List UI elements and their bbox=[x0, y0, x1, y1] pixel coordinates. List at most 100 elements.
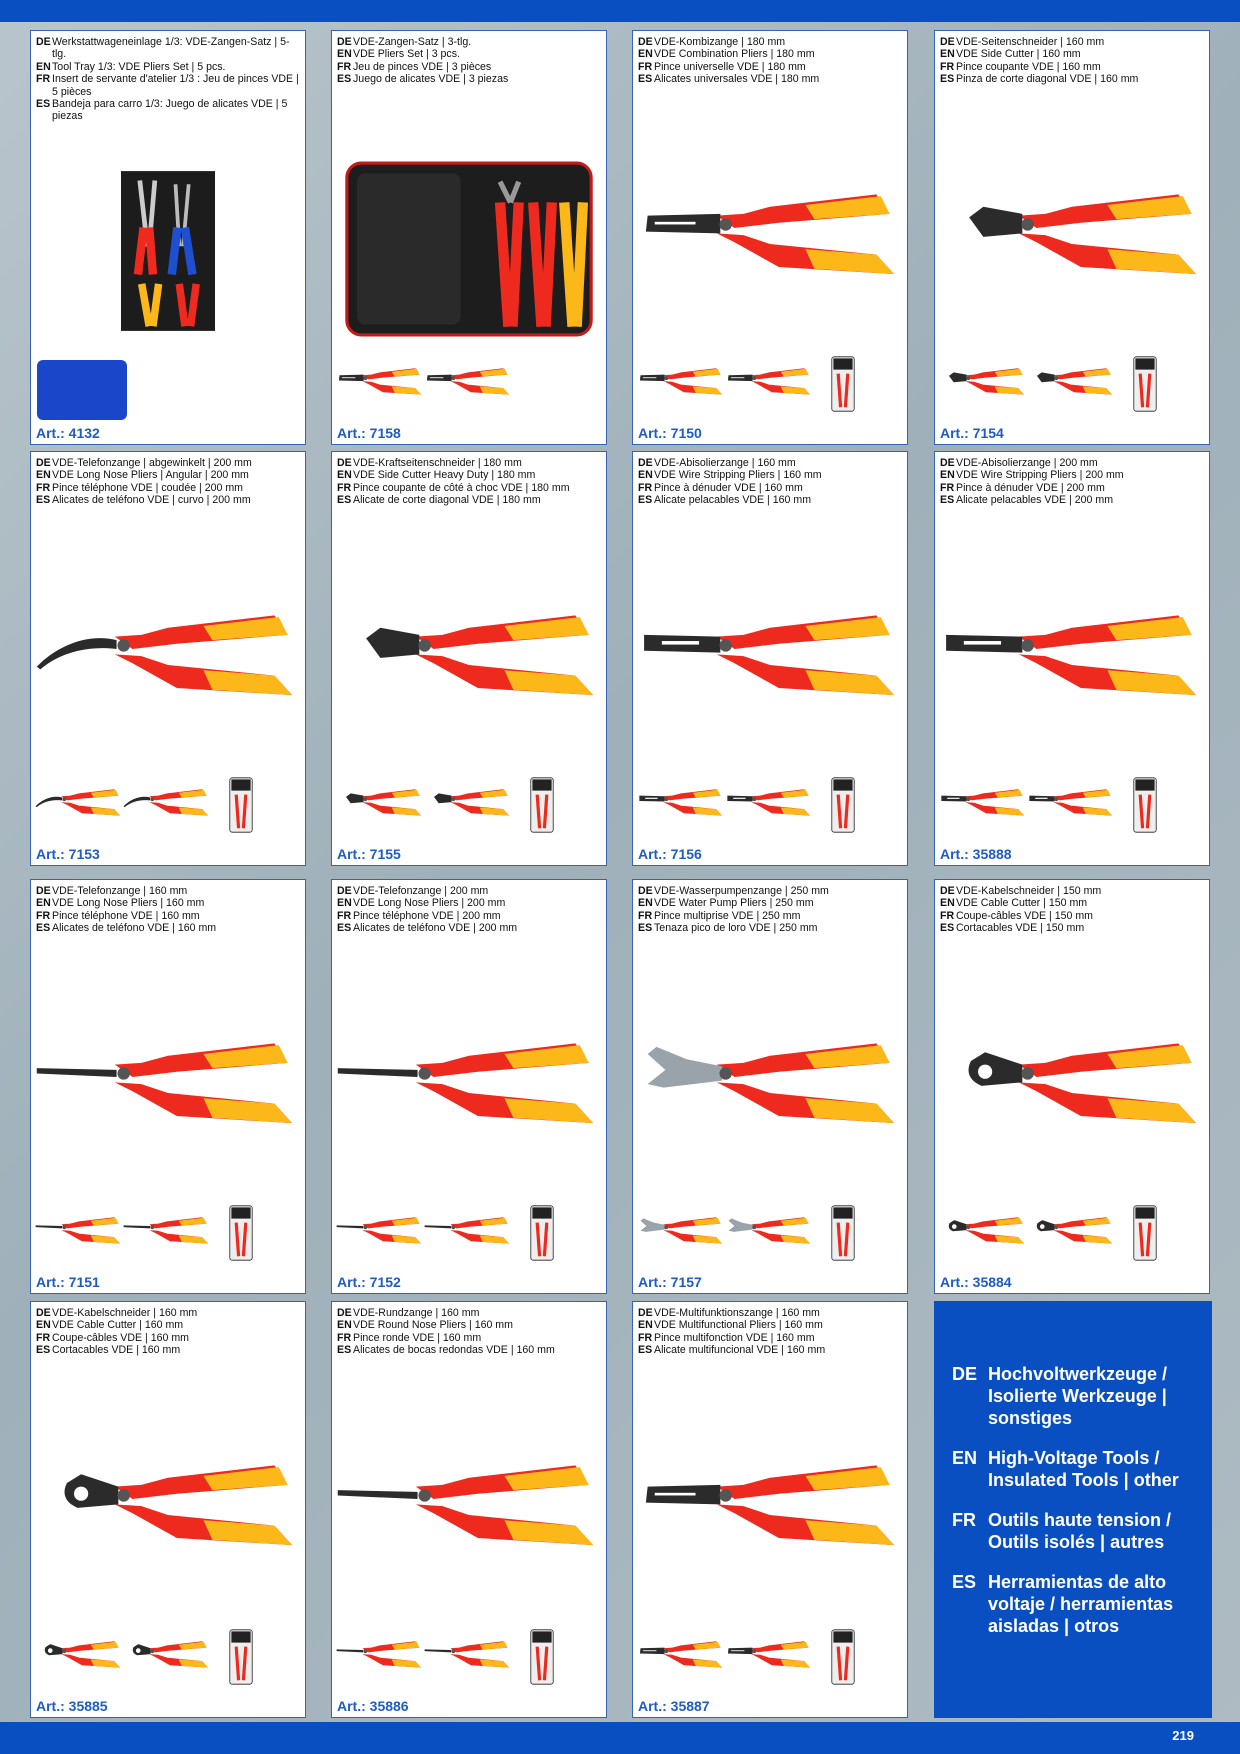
language-code: DE bbox=[36, 457, 51, 469]
pliers-icon bbox=[639, 368, 723, 395]
blister-pack-icon bbox=[1133, 356, 1157, 412]
product-thumbnails bbox=[35, 1201, 301, 1273]
description-text: Pince coupante de côté à choc VDE | 180 … bbox=[353, 481, 570, 494]
language-code: ES bbox=[940, 494, 955, 507]
language-code: FR bbox=[337, 60, 352, 73]
description-text: VDE-Abisolierzange | 160 mm bbox=[654, 457, 796, 469]
language-code: DE bbox=[337, 457, 352, 469]
pliers-icon bbox=[424, 1641, 510, 1668]
language-code: EN bbox=[36, 897, 51, 910]
description-text: Tenaza pico de loro VDE | 250 mm bbox=[654, 922, 818, 935]
description-text: Alicate de corte diagonal VDE | 180 mm bbox=[353, 494, 541, 507]
pliers-icon bbox=[132, 1641, 209, 1668]
blister-pack-icon bbox=[1133, 777, 1157, 833]
description-text: Alicates de teléfono VDE | 200 mm bbox=[353, 922, 518, 935]
product-image bbox=[637, 1402, 903, 1612]
product-thumbnails bbox=[35, 773, 301, 845]
pliers-icon bbox=[336, 1641, 422, 1668]
pliers-icon bbox=[946, 615, 1197, 696]
language-code: ES bbox=[36, 922, 51, 935]
product-image bbox=[637, 552, 903, 762]
tool-tray-icon bbox=[121, 171, 215, 331]
product-thumbnails bbox=[939, 1201, 1205, 1273]
article-number: Art.: 35885 bbox=[36, 1698, 108, 1714]
article-number: Art.: 7154 bbox=[940, 425, 1004, 441]
product-thumbnails bbox=[336, 1625, 602, 1697]
description-text: Pince à dénuder VDE | 200 mm bbox=[956, 481, 1105, 494]
language-code: FR bbox=[638, 909, 653, 922]
language-code: DE bbox=[36, 1307, 51, 1319]
blister-pack-icon bbox=[530, 1629, 554, 1685]
category-lang-code: FR bbox=[952, 1510, 976, 1530]
pliers-icon bbox=[968, 1043, 1197, 1124]
pliers-icon bbox=[426, 368, 510, 395]
product-image bbox=[336, 980, 602, 1190]
product-image bbox=[637, 980, 903, 1190]
pliers-icon bbox=[941, 789, 1025, 816]
description-text: Alicate multifuncional VDE | 160 mm bbox=[654, 1344, 826, 1357]
pliers-icon bbox=[35, 1217, 121, 1244]
product-thumbnails bbox=[336, 773, 602, 845]
product-image bbox=[35, 552, 301, 762]
language-code: EN bbox=[36, 1319, 51, 1332]
description-text: Cortacables VDE | 150 mm bbox=[956, 922, 1085, 935]
language-code: DE bbox=[940, 457, 955, 469]
article-number: Art.: 7157 bbox=[638, 1274, 702, 1290]
product-thumbnails bbox=[336, 1201, 602, 1273]
description-text: VDE Multifunctional Pliers | 160 mm bbox=[654, 1319, 823, 1332]
language-code: EN bbox=[638, 48, 653, 61]
pliers-icon bbox=[44, 1641, 121, 1668]
pliers-icon bbox=[345, 789, 422, 816]
pliers-icon bbox=[366, 615, 594, 696]
description-text: Pince coupante VDE | 160 mm bbox=[956, 60, 1101, 73]
pliers-icon bbox=[727, 368, 811, 395]
language-code: DE bbox=[337, 885, 352, 897]
pliers-icon bbox=[640, 1217, 723, 1244]
description-text: Alicate pelacables VDE | 160 mm bbox=[654, 494, 812, 507]
pliers-icon bbox=[728, 1217, 811, 1244]
blister-pack-icon bbox=[831, 1629, 855, 1685]
language-code: ES bbox=[638, 494, 653, 507]
description-text: Alicates de bocas redondas VDE | 160 mm bbox=[353, 1344, 555, 1357]
pliers-icon bbox=[123, 789, 209, 816]
blister-pack-icon bbox=[530, 777, 554, 833]
description-text: Pince multiprise VDE | 250 mm bbox=[654, 909, 801, 922]
description-text: VDE-Wasserpumpenzange | 250 mm bbox=[654, 885, 829, 897]
description-text: VDE Combination Pliers | 180 mm bbox=[654, 48, 815, 61]
language-code: FR bbox=[638, 481, 653, 494]
product-image bbox=[939, 552, 1205, 762]
pliers-icon bbox=[35, 789, 121, 816]
description-text: VDE-Telefonzange | 200 mm bbox=[353, 885, 489, 897]
language-code: DE bbox=[638, 36, 653, 48]
article-number: Art.: 35886 bbox=[337, 1698, 409, 1714]
